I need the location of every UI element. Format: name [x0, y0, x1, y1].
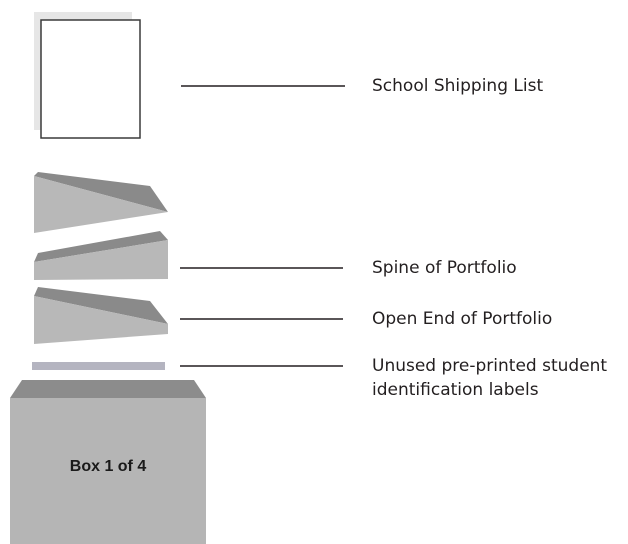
id-labels-strip: [32, 362, 165, 370]
label-unused-labels-line2: identification labels: [372, 380, 539, 400]
label-unused-labels-line1: Unused pre-printed student: [372, 356, 608, 376]
box-label: Box 1 of 4: [69, 458, 147, 475]
label-school-shipping-list: School Shipping List: [372, 76, 544, 96]
label-spine-of-portfolio: Spine of Portfolio: [372, 258, 517, 278]
portfolio-spine: [34, 231, 168, 280]
shipping-list-sheet: [40, 19, 141, 139]
label-open-end-of-portfolio: Open End of Portfolio: [372, 309, 553, 329]
portfolio-open-end: [34, 287, 168, 344]
portfolio-top: [34, 172, 168, 233]
box: [10, 380, 206, 544]
